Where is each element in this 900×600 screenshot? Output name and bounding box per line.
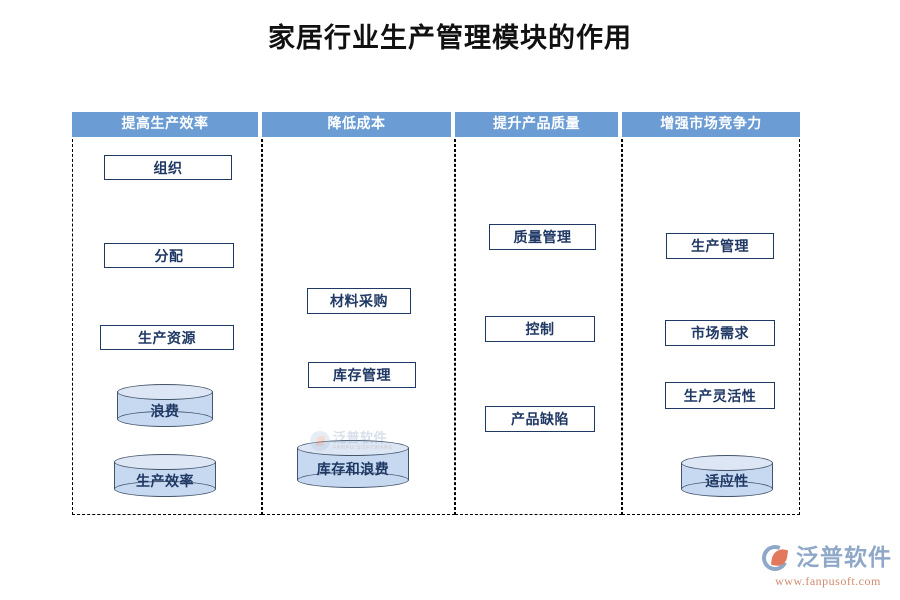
- node-zhiliangguanli[interactable]: 质量管理: [489, 224, 596, 250]
- logo-url: www.fanpusoft.com: [775, 574, 881, 588]
- diagram-container: 提高生产效率 组织 分配 生产资源 浪费 生产效率 降低成本 材料采购: [72, 112, 800, 515]
- node-label: 组织: [153, 161, 183, 177]
- cylinder-top: [117, 384, 213, 400]
- node-label: 库存管理: [333, 369, 391, 384]
- node-label: 分配: [154, 249, 184, 265]
- node-label: 生产管理: [691, 240, 749, 255]
- cylinder-top: [297, 440, 409, 456]
- company-logo: 泛普软件 www.fanpusoft.com: [758, 541, 894, 591]
- cylinder-bottom: [681, 481, 773, 497]
- cylinder-bottom: [297, 472, 409, 488]
- node-shengchanxiaolv[interactable]: 生产效率: [114, 454, 216, 497]
- column-frame-4: [622, 139, 800, 515]
- fanpu-logo-icon: [758, 541, 792, 575]
- column-header-2: 降低成本: [262, 112, 451, 137]
- node-kongzhi[interactable]: 控制: [485, 316, 595, 342]
- node-label: 生产资源: [138, 331, 196, 347]
- node-shichangxuqiu[interactable]: 市场需求: [665, 320, 775, 346]
- node-cailiaocaigou[interactable]: 材料采购: [307, 288, 411, 314]
- node-kucunhelangfei[interactable]: 库存和浪费: [297, 440, 409, 488]
- node-shiyingxing[interactable]: 适应性: [681, 455, 773, 497]
- node-shengchanlinghuoxing[interactable]: 生产灵活性: [665, 382, 775, 409]
- cylinder-bottom: [114, 481, 216, 497]
- node-zuzhi[interactable]: 组织: [104, 155, 232, 180]
- column-frame-1: [72, 139, 262, 515]
- node-label: 浪费: [150, 404, 180, 420]
- page-title: 家居行业生产管理模块的作用: [268, 23, 632, 53]
- cylinder-top: [681, 455, 773, 471]
- logo-row: 泛普软件: [758, 541, 894, 575]
- node-shengchanguanli[interactable]: 生产管理: [666, 233, 774, 259]
- cylinder-top: [114, 454, 216, 470]
- node-label: 质量管理: [513, 231, 572, 246]
- column-header-1: 提高生产效率: [72, 112, 258, 137]
- node-label: 市场需求: [691, 327, 749, 342]
- node-label: 产品缺陷: [511, 413, 569, 428]
- node-chanpinquexian[interactable]: 产品缺陷: [485, 406, 595, 432]
- node-label: 库存和浪费: [316, 463, 390, 478]
- node-shengchanziyuan[interactable]: 生产资源: [100, 325, 234, 350]
- column-header-3: 提升产品质量: [455, 112, 618, 137]
- column-header-4: 增强市场竞争力: [622, 112, 800, 137]
- logo-brand-cn: 泛普软件: [796, 545, 892, 570]
- node-label: 生产效率: [136, 474, 194, 490]
- column-frame-3: [455, 139, 622, 515]
- node-kucunguanli[interactable]: 库存管理: [308, 362, 416, 388]
- node-label: 生产灵活性: [683, 389, 757, 405]
- cylinder-bottom: [117, 411, 213, 427]
- node-label: 适应性: [705, 475, 749, 490]
- node-label: 材料采购: [330, 295, 388, 310]
- node-label: 控制: [525, 323, 555, 338]
- node-langfei[interactable]: 浪费: [117, 384, 213, 427]
- node-fenpei[interactable]: 分配: [104, 243, 234, 268]
- column-frame-2: [262, 139, 455, 515]
